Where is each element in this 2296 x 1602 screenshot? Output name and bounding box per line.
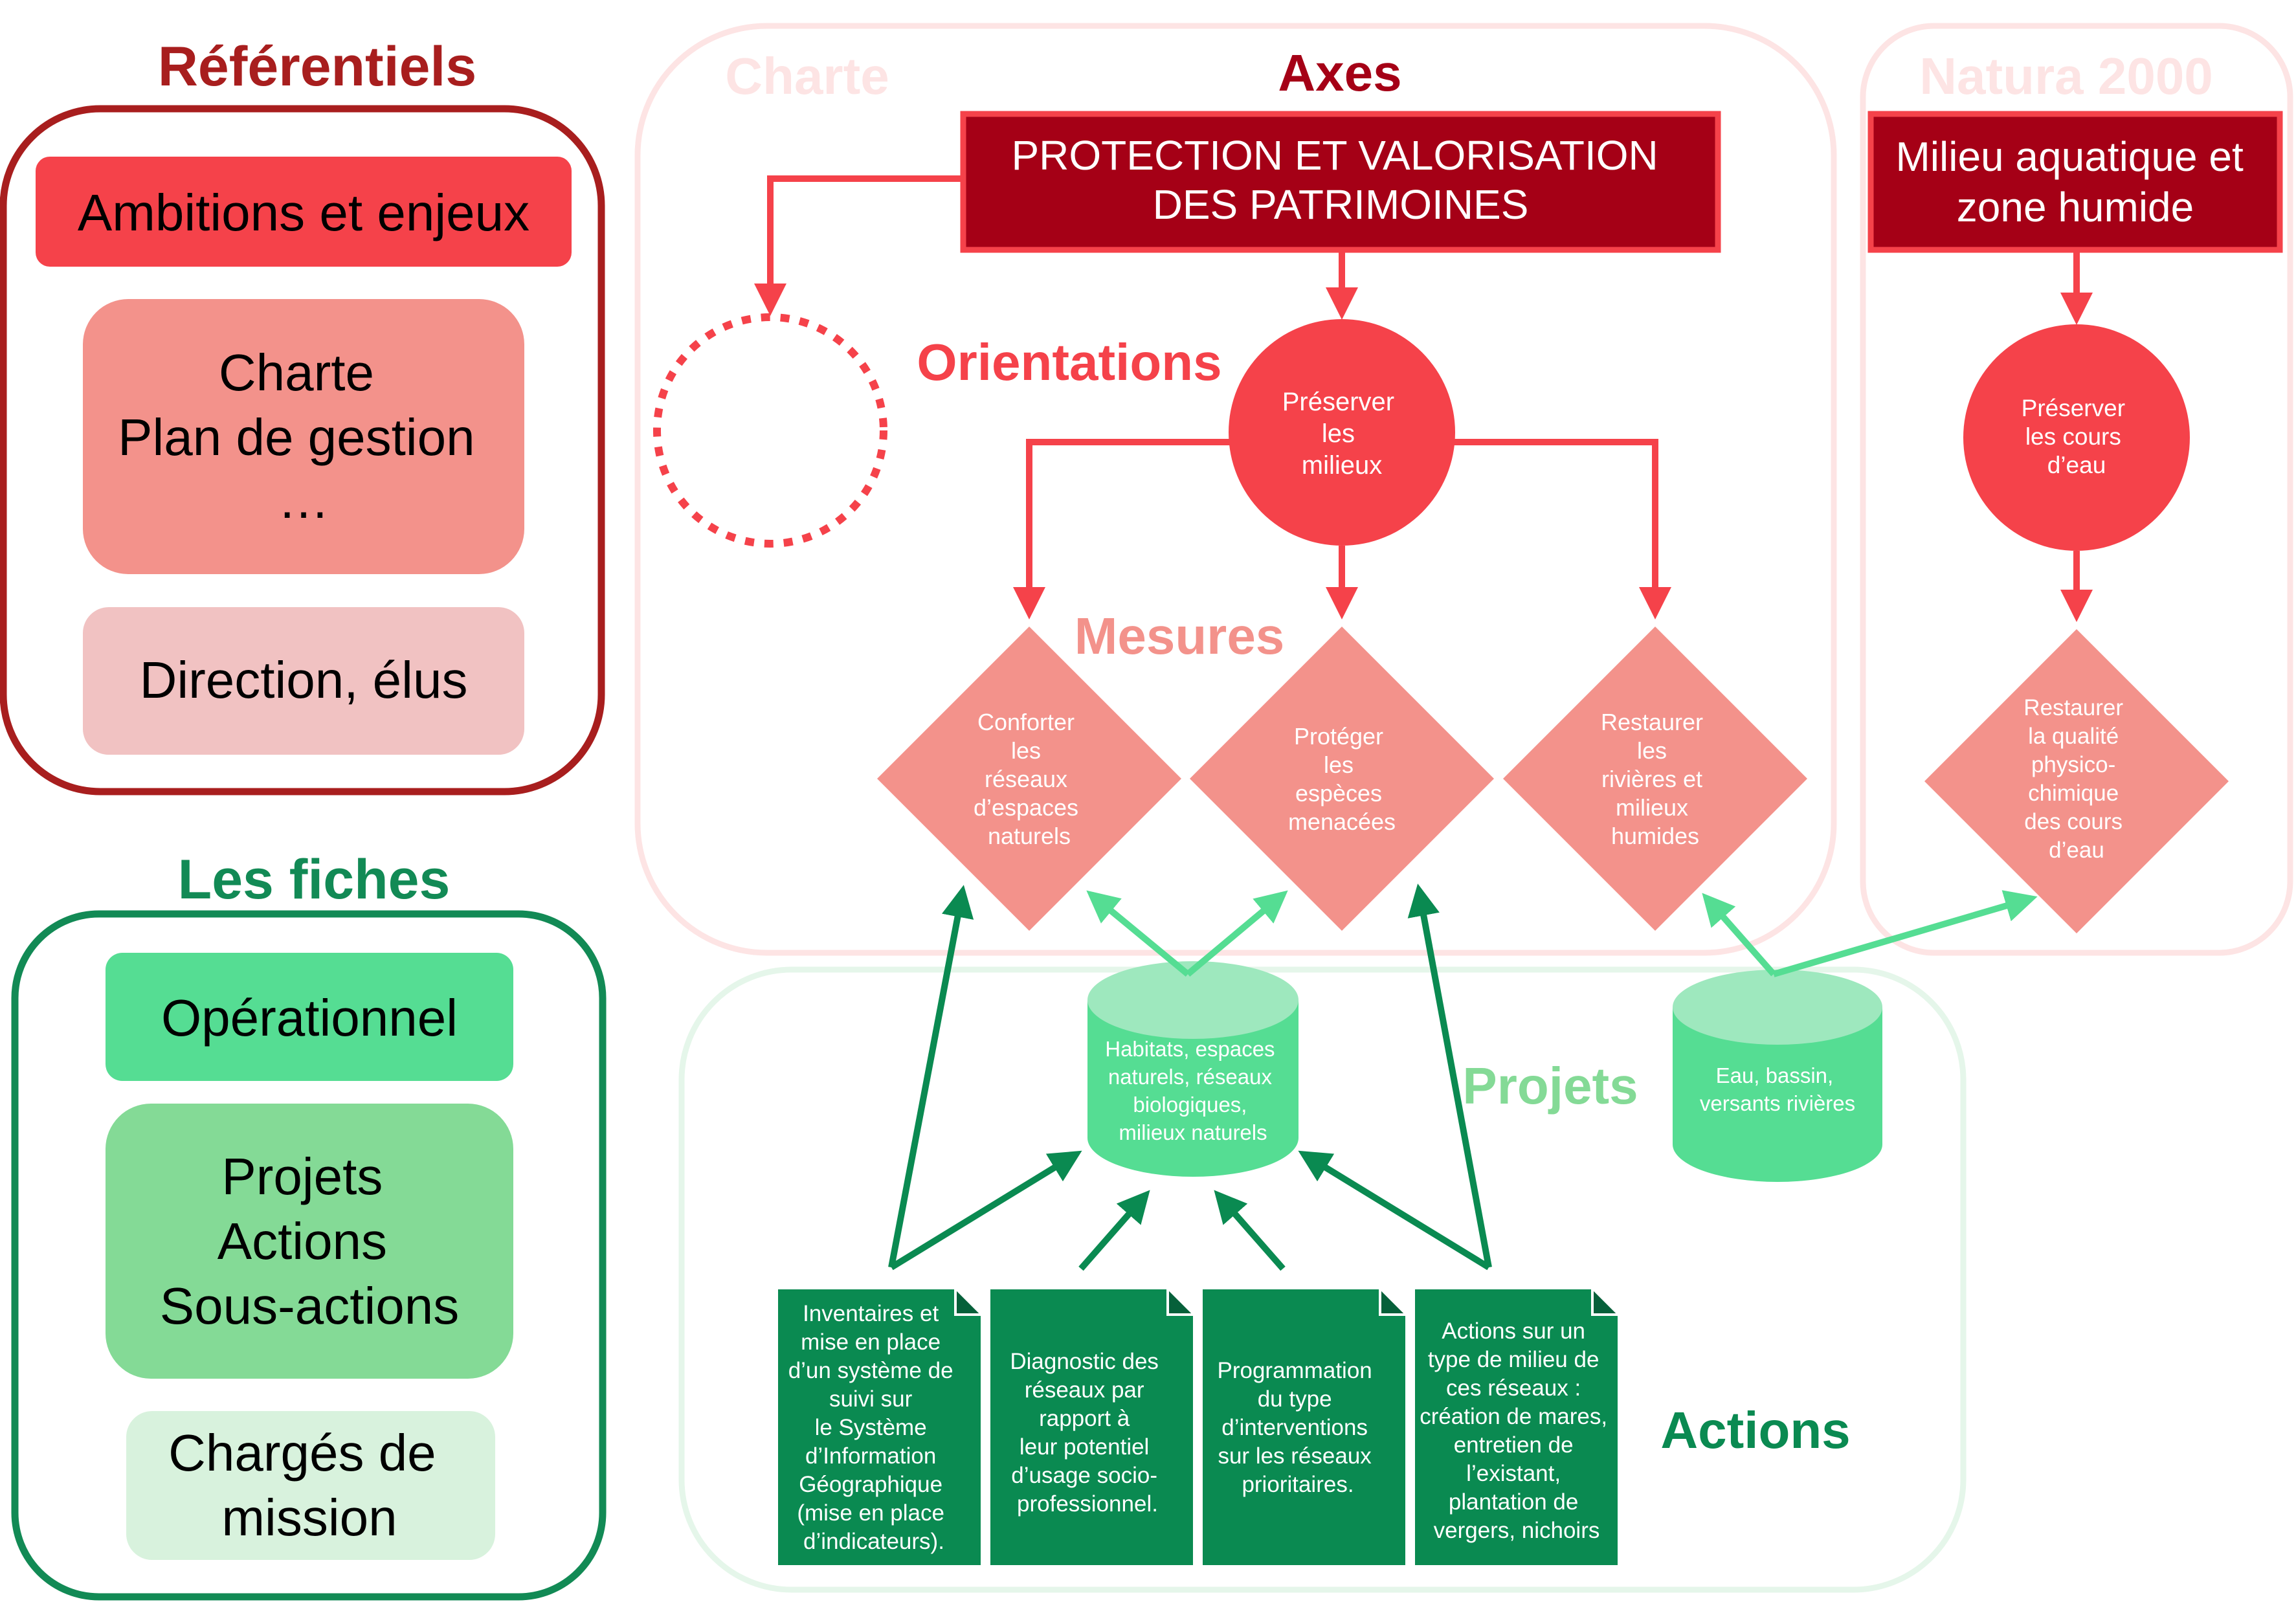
legend-item-charges: Chargés de mission xyxy=(126,1411,495,1560)
mesure-label: Restaurer la qualité physico- chimique d… xyxy=(2023,695,2129,863)
level-mesures-label: Mesures xyxy=(1075,607,1285,665)
zone-charte-frame xyxy=(634,23,1837,956)
action-card-diagnostic: Diagnostic des réseaux par rapport à leu… xyxy=(988,1285,1198,1568)
axe-natura-label: Milieu aquatique et zone humide xyxy=(1895,133,2255,230)
mesure-label: Conforter les réseaux d’espaces naturels xyxy=(974,709,1085,849)
arrow-projet-to-mesure-reseaux xyxy=(1086,890,1190,977)
legend-item-direction: Direction, élus xyxy=(83,607,524,755)
mesure-diamond-rivieres: Restaurer les rivières et milieux humide… xyxy=(1503,627,1807,931)
mesure-label: Protéger les espèces menacées xyxy=(1288,723,1396,835)
level-projets-label: Projets xyxy=(1462,1057,1638,1115)
arrow-eau-to-mesure-rivieres xyxy=(1702,893,1776,977)
action-label: Inventaires et mise en place d’un systèm… xyxy=(788,1301,960,1554)
action-card-milieux: Actions sur un type de milieu de ces rés… xyxy=(1412,1285,1622,1568)
legend-referentiels: Référentiels Ambitions et enjeux Charte … xyxy=(0,36,605,795)
legend-item-label: Direction, élus xyxy=(140,651,468,709)
arrow-orientation-to-mesure-rivieres xyxy=(1454,439,1671,619)
green-connectors-dark xyxy=(888,884,1492,1271)
red-connectors xyxy=(754,175,2093,622)
arrow-axe-to-placeholder xyxy=(754,175,963,316)
axe-charte-label: PROTECTION ET VALORISATION DES PATRIMOIN… xyxy=(1011,132,1669,228)
legend-fiches-frame xyxy=(11,910,607,1601)
level-orientations-label: Orientations xyxy=(917,333,1221,391)
legend-item-label: Ambitions et enjeux xyxy=(78,184,529,241)
legend-item-label: Chargés de mission xyxy=(168,1424,451,1546)
legend-fiches-title: Les fiches xyxy=(178,849,451,911)
mesure-diamond-reseaux: Conforter les réseaux d’espaces naturels xyxy=(877,627,1181,931)
arrow-programmation-to-projet xyxy=(1214,1190,1286,1271)
zone-projets-frame xyxy=(678,966,1967,1593)
legend-item-label: Opérationnel xyxy=(161,989,458,1047)
zone-natura-title: Natura 2000 xyxy=(1919,47,2213,105)
projet-label: Eau, bassin, versants rivières xyxy=(1700,1063,1855,1115)
arrow-milieux-to-projet xyxy=(1298,1150,1491,1271)
action-label: Diagnostic des réseaux par rapport à leu… xyxy=(1010,1349,1165,1517)
projet-cylinder-eau: Eau, bassin, versants rivières xyxy=(1673,970,1882,1182)
arrow-projet-to-mesure-especes xyxy=(1185,890,1288,977)
orientation-placeholder-circle xyxy=(653,313,887,548)
legend-item-charte: Charte Plan de gestion … xyxy=(83,299,524,574)
action-label: Actions sur un type de milieu de ces rés… xyxy=(1420,1318,1614,1543)
mesure-diamond-qualite: Restaurer la qualité physico- chimique d… xyxy=(1924,629,2229,933)
legend-item-label: Charte Plan de gestion … xyxy=(118,344,489,529)
legend-item-ambitions: Ambitions et enjeux xyxy=(36,157,572,267)
zone-natura-frame xyxy=(1860,23,2293,956)
action-card-programmation: Programmation du type d’interventions su… xyxy=(1200,1285,1410,1568)
legend-referentiels-frame xyxy=(0,105,605,795)
green-connectors-light xyxy=(1086,890,2038,977)
axe-charte-box: PROTECTION ET VALORISATION DES PATRIMOIN… xyxy=(960,111,1721,253)
zone-charte-title: Charte xyxy=(725,47,889,105)
mesure-diamond-especes: Protéger les espèces menacées xyxy=(1190,627,1494,931)
projet-cylinder-habitats: Habitats, espaces naturels, réseaux biol… xyxy=(1087,961,1298,1177)
level-axes-label: Axes xyxy=(1278,44,1401,102)
axe-natura-box: Milieu aquatique et zone humide xyxy=(1867,111,2283,253)
orientation-natura-label: Préserver les cours d’eau xyxy=(2022,395,2132,478)
action-label: Programmation du type d’interventions su… xyxy=(1218,1358,1379,1497)
action-card-inventaires: Inventaires et mise en place d’un systèm… xyxy=(775,1285,985,1568)
arrow-diagnostic-to-projet xyxy=(1078,1190,1150,1271)
legend-fiches: Les fiches Opérationnel Projets Actions … xyxy=(11,849,607,1601)
arrow-eau-to-mesure-qualite xyxy=(1772,890,2038,977)
orientation-charte-circle: Préserver les milieux xyxy=(1229,319,1455,546)
arrow-inventaires-to-projet xyxy=(889,1150,1082,1271)
mesure-label: Restaurer les rivières et milieux humide… xyxy=(1601,709,1710,849)
projet-label: Habitats, espaces naturels, réseaux biol… xyxy=(1105,1037,1280,1144)
legend-item-projets: Projets Actions Sous-actions xyxy=(106,1104,513,1379)
legend-item-label: Projets Actions Sous-actions xyxy=(160,1148,459,1335)
level-actions-label: Actions xyxy=(1660,1401,1850,1459)
legend-item-operationnel: Opérationnel xyxy=(106,953,513,1081)
arrow-orientation-to-mesure-reseaux xyxy=(1013,439,1230,619)
arrow-inventaires-to-mesure-reseaux xyxy=(888,885,974,1268)
legend-referentiels-title: Référentiels xyxy=(158,36,476,98)
orientation-charte-label: Préserver les milieux xyxy=(1282,388,1402,480)
arrow-milieux-to-mesure-especes xyxy=(1407,884,1492,1268)
orientation-natura-circle: Préserver les cours d’eau xyxy=(1963,324,2190,551)
